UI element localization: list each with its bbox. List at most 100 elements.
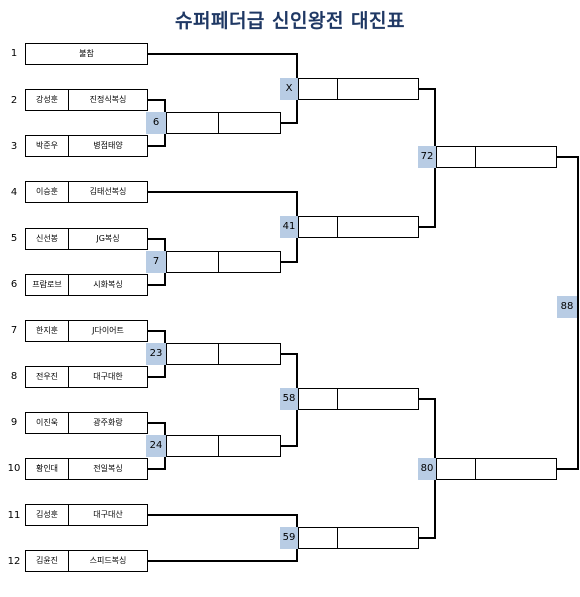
- connector-line: [281, 122, 297, 124]
- entrant-slot-6[interactable]: 프람로브 시화복싱: [25, 274, 148, 296]
- entrant-slot-1[interactable]: 불참: [25, 43, 148, 65]
- entrant-team: 대구대산: [93, 510, 123, 519]
- cell-divider: [68, 321, 69, 341]
- cell-divider: [337, 217, 338, 237]
- match-number-6: 6: [146, 112, 166, 134]
- match-slot-59[interactable]: [298, 527, 419, 549]
- seed-number: 2: [10, 95, 18, 106]
- entrant-team: 김태선복싱: [89, 187, 127, 196]
- entrant-slot-5[interactable]: 신선봉 JG복싱: [25, 228, 148, 250]
- seed-number: 10: [7, 463, 21, 474]
- connector-line: [148, 284, 165, 286]
- entrant-name: 김윤진: [35, 556, 59, 565]
- cell-divider: [68, 413, 69, 433]
- connector-line: [281, 353, 297, 355]
- seed-number: 3: [10, 141, 18, 152]
- entrant-slot-12[interactable]: 김윤진 스피드복싱: [25, 550, 148, 572]
- match-slot-23[interactable]: [166, 343, 281, 365]
- entrant-team: 병점태양: [93, 141, 123, 150]
- cell-divider: [68, 136, 69, 156]
- entrant-name: 이승훈: [35, 187, 59, 196]
- entrant-team: 대구대한: [93, 372, 123, 381]
- match-number-72: 72: [418, 146, 436, 168]
- page-title: 슈퍼페더급 신인왕전 대진표: [175, 10, 405, 32]
- cell-divider: [337, 528, 338, 548]
- match-slot-24[interactable]: [166, 435, 281, 457]
- connector-line: [419, 537, 435, 539]
- match-number-41: 41: [280, 216, 298, 238]
- entrant-team: 불참: [79, 49, 94, 58]
- seed-number: 4: [10, 187, 18, 198]
- cell-divider: [68, 182, 69, 202]
- entrant-name: 한지훈: [35, 326, 59, 335]
- match-slot-80[interactable]: [436, 458, 557, 480]
- seed-number: 5: [10, 233, 18, 244]
- seed-number: 11: [7, 510, 21, 521]
- match-number-58: 58: [280, 388, 298, 410]
- seed-number: 7: [10, 325, 18, 336]
- entrant-name: 강성훈: [35, 95, 59, 104]
- match-number-23: 23: [146, 343, 166, 365]
- connector-line: [148, 53, 297, 55]
- connector-line: [148, 191, 297, 193]
- entrant-team: 전일복싱: [93, 464, 123, 473]
- connector-line: [419, 226, 435, 228]
- entrant-slot-8[interactable]: 전우진 대구대한: [25, 366, 148, 388]
- seed-number: 6: [10, 279, 18, 290]
- entrant-team: 진정식복싱: [89, 95, 127, 104]
- connector-line: [148, 145, 165, 147]
- connector-line: [148, 514, 297, 516]
- connector-line: [281, 261, 297, 263]
- connector-line: [419, 398, 435, 400]
- entrant-name: 김성훈: [35, 510, 59, 519]
- connector-line: [419, 88, 435, 90]
- cell-divider: [218, 113, 219, 133]
- match-slot-6[interactable]: [166, 112, 281, 134]
- connector-line: [577, 156, 579, 470]
- entrant-slot-3[interactable]: 박준우 병점태양: [25, 135, 148, 157]
- entrant-slot-10[interactable]: 황인대 전일복싱: [25, 458, 148, 480]
- match-number-24: 24: [146, 435, 166, 457]
- entrant-name: 박준우: [35, 141, 59, 150]
- entrant-name: 전우진: [35, 372, 59, 381]
- match-number-80: 80: [418, 458, 436, 480]
- connector-line: [148, 468, 165, 470]
- entrant-team: 광주화랑: [93, 418, 123, 427]
- connector-line: [148, 330, 165, 332]
- cell-divider: [218, 252, 219, 272]
- entrant-team: 시화복싱: [93, 280, 123, 289]
- entrant-name: 이진욱: [35, 418, 59, 427]
- seed-number: 8: [10, 371, 18, 382]
- entrant-slot-2[interactable]: 강성훈 진정식복싱: [25, 89, 148, 111]
- cell-divider: [218, 344, 219, 364]
- entrant-name: 프람로브: [32, 280, 62, 289]
- match-slot-x[interactable]: [298, 78, 419, 100]
- cell-divider: [68, 459, 69, 479]
- cell-divider: [68, 367, 69, 387]
- cell-divider: [68, 229, 69, 249]
- match-slot-72[interactable]: [436, 146, 557, 168]
- match-slot-41[interactable]: [298, 216, 419, 238]
- entrant-slot-9[interactable]: 이진욱 광주화랑: [25, 412, 148, 434]
- entrant-slot-4[interactable]: 이승훈 김태선복싱: [25, 181, 148, 203]
- match-slot-7[interactable]: [166, 251, 281, 273]
- match-slot-58[interactable]: [298, 388, 419, 410]
- cell-divider: [218, 436, 219, 456]
- seed-number: 9: [10, 417, 18, 428]
- entrant-slot-11[interactable]: 김성훈 대구대산: [25, 504, 148, 526]
- entrant-slot-7[interactable]: 한지훈 J다이어트: [25, 320, 148, 342]
- entrant-team: JG복싱: [96, 234, 120, 243]
- cell-divider: [68, 551, 69, 571]
- entrant-team: J다이어트: [92, 326, 124, 335]
- cell-divider: [68, 505, 69, 525]
- cell-divider: [68, 90, 69, 110]
- connector-line: [148, 99, 165, 101]
- connector-line: [148, 376, 165, 378]
- entrant-name: 신선봉: [35, 234, 59, 243]
- connector-line: [148, 238, 165, 240]
- match-number-x: X: [280, 78, 298, 100]
- entrant-name: 황인대: [35, 464, 59, 473]
- connector-line: [148, 560, 297, 562]
- cell-divider: [337, 79, 338, 99]
- match-number-88: 88: [557, 296, 577, 318]
